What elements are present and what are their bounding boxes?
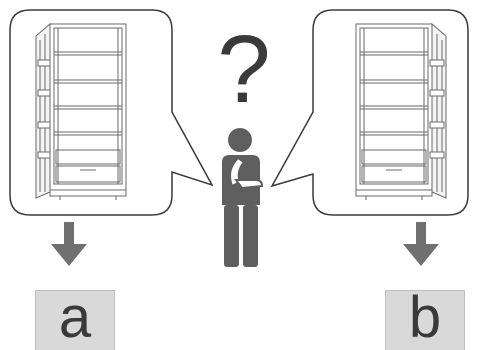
option-b-text: b xyxy=(408,290,442,350)
fridge-option-b xyxy=(355,22,447,200)
arrow-down-a-icon xyxy=(51,222,87,266)
arrow-down-b-icon xyxy=(403,222,439,266)
option-b-label: b xyxy=(385,290,465,350)
question-mark: ? xyxy=(217,16,271,123)
option-a-text: a xyxy=(58,290,92,350)
thinking-person-icon xyxy=(222,128,264,267)
option-a-label: a xyxy=(35,290,115,350)
fridge-option-a xyxy=(35,22,127,200)
